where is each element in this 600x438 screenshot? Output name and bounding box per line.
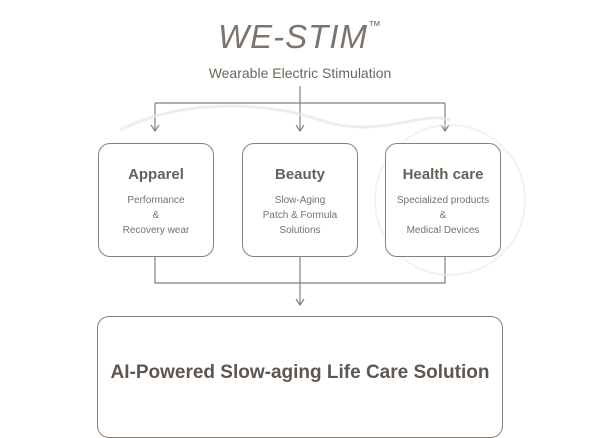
brand-subtitle: Wearable Electric Stimulation [208, 65, 392, 81]
connector-lines [119, 86, 526, 307]
category-line: Patch & Formula [262, 210, 338, 221]
category-health-care: Health care Specialized products & Medic… [385, 143, 501, 257]
category-line: Slow-Aging [274, 195, 326, 206]
solution-label: AI-Powered Slow-aging Life Care Solution [110, 362, 490, 383]
category-line: Specialized products [396, 195, 490, 206]
category-title: Beauty [274, 166, 326, 183]
category-line: Solutions [279, 225, 321, 236]
trademark: ™ [367, 18, 382, 33]
brand-title: WE-STIM™ [0, 18, 600, 56]
category-line: Medical Devices [406, 225, 480, 236]
category-apparel: Apparel Performance & Recovery wear [98, 143, 214, 257]
solution-box: AI-Powered Slow-aging Life Care Solution [97, 316, 503, 438]
category-title: Apparel [128, 166, 184, 183]
category-line: Performance [127, 195, 185, 206]
category-beauty: Beauty Slow-Aging Patch & Formula Soluti… [242, 143, 358, 257]
category-title: Health care [402, 166, 484, 183]
category-line: & [439, 210, 447, 221]
category-line: & [152, 210, 160, 221]
category-line: Recovery wear [122, 225, 190, 236]
title-text: WE-STIM [218, 18, 368, 55]
